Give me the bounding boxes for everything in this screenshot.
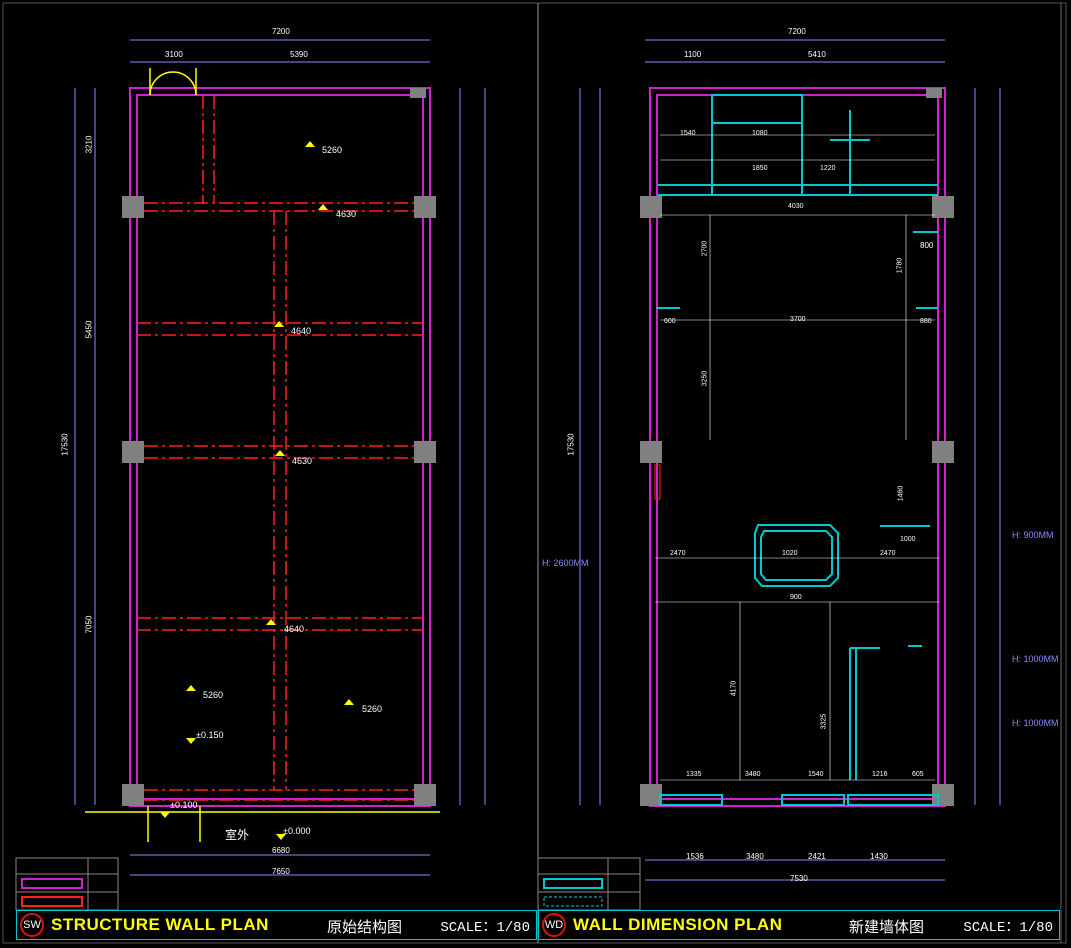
dim-11: 880	[920, 318, 932, 325]
dim-17: 900	[790, 594, 802, 601]
dim-19: 3480	[745, 771, 761, 778]
level-5: 4640	[284, 624, 305, 634]
dim-24: 605	[912, 771, 924, 778]
level-6: 5260	[203, 690, 224, 700]
wall-dimension-title-bar: WD WALL DIMENSION PLAN 新建墙体图 SCALE：1/80	[538, 910, 1060, 940]
dim-23: 1216	[872, 771, 888, 778]
left-top-dim-1: 3100	[165, 50, 183, 59]
left-dim-c: 7050	[84, 615, 94, 634]
dim-2: 1080	[752, 130, 768, 137]
dim-4: 1220	[820, 165, 836, 172]
level-10: ±0.000	[283, 826, 311, 836]
dim-20: 1540	[808, 771, 824, 778]
dim-14: 2470	[670, 550, 686, 557]
structure-wall-plan	[15, 39, 486, 911]
right-bottom-dim-4: 1430	[870, 852, 888, 861]
note-height-1000-a: H: 1000MM	[1012, 654, 1059, 664]
left-bottom-dim-1: 6680	[272, 846, 290, 855]
dim-5: 4030	[788, 203, 804, 210]
dim-22: 3325	[820, 713, 828, 730]
right-top-dim-2: 5410	[808, 50, 826, 59]
dim-15: 1020	[782, 550, 798, 557]
note-height-900: H: 900MM	[1012, 530, 1054, 540]
structure-title-en: STRUCTURE WALL PLAN	[51, 915, 269, 934]
dim-8: 1780	[896, 257, 904, 274]
dim-6: 800	[920, 241, 934, 250]
right-bottom-dim-3: 2421	[808, 852, 826, 861]
right-top-dim-1: 1100	[684, 50, 702, 59]
level-3: 4640	[291, 326, 312, 336]
structure-title-cn: 原始结构图	[327, 919, 403, 936]
structure-title-bar: SW STRUCTURE WALL PLAN 原始结构图 SCALE：1/80	[16, 910, 537, 940]
sw-badge: SW	[20, 913, 44, 937]
left-overall-height: 17530	[60, 433, 70, 456]
level-2: 4630	[336, 209, 357, 219]
right-bottom-dim-5: 7530	[790, 874, 808, 883]
wd-badge: WD	[542, 913, 566, 937]
right-bottom-dim-2: 3480	[746, 852, 764, 861]
structure-scale: SCALE：1/80	[440, 920, 530, 936]
dim-9: 600	[664, 318, 676, 325]
outdoor-label: 室外	[225, 828, 250, 842]
dim-16: 2470	[880, 550, 896, 557]
dim-12: 3250	[701, 370, 709, 387]
note-height-2600: H: 2600MM	[542, 558, 589, 568]
level-8: ±0.150	[196, 730, 224, 740]
wall-dimension-plan	[537, 39, 1001, 911]
wall-dimension-title-cn: 新建墙体图	[849, 919, 925, 936]
dim-18: 1000	[900, 536, 916, 543]
dim-21: 4170	[730, 680, 738, 697]
left-top-dim-2: 5390	[290, 50, 308, 59]
left-dim-b: 5450	[84, 320, 94, 339]
right-bottom-dim-1: 1536	[686, 852, 704, 861]
dim-25: 1335	[686, 771, 702, 778]
wall-dimension-scale: SCALE：1/80	[963, 920, 1053, 936]
left-bottom-dim-2: 7650	[272, 867, 290, 876]
wall-dimension-title-en: WALL DIMENSION PLAN	[573, 915, 783, 934]
right-overall-height: 17530	[566, 433, 576, 456]
level-1: 5260	[322, 145, 343, 155]
dim-10: 3700	[790, 316, 806, 323]
level-9: ±0.100	[170, 800, 198, 810]
dim-13: 1460	[897, 485, 905, 502]
dim-7: 2700	[701, 240, 709, 257]
note-height-1000-b: H: 1000MM	[1012, 718, 1059, 728]
left-overall-width: 7200	[272, 27, 290, 36]
left-dim-a: 3210	[84, 135, 94, 154]
dim-3: 1850	[752, 165, 768, 172]
level-4: 4630	[292, 456, 313, 466]
right-overall-width: 7200	[788, 27, 806, 36]
dim-1: 1540	[680, 130, 696, 137]
level-7: 5260	[362, 704, 383, 714]
